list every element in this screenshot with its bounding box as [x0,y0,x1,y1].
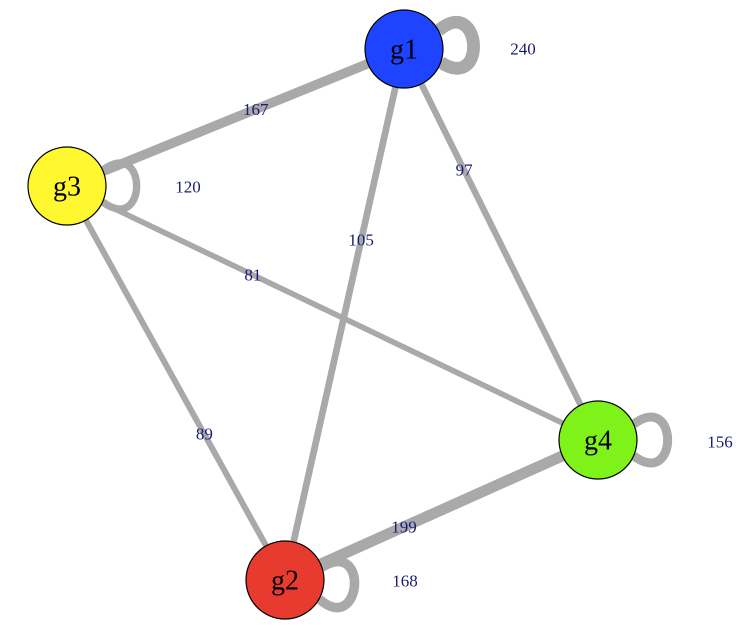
nodes-layer: g1 g2 g3 g4 [27,9,638,620]
edge-label-g2-g2: 168 [392,572,418,591]
edge-label-g3-g2: 89 [196,425,213,444]
node-g1-circle [364,9,444,89]
edge-g2-g4 [282,434,601,586]
node-g4-circle [558,400,638,480]
edge-g3-g2 [64,184,288,582]
self-loop-g3 [100,159,141,213]
node-g2: g2 [245,540,325,620]
edges-layer [64,16,673,613]
edge-label-g3-g3: 120 [175,178,201,197]
node-g2-label: g2 [271,566,299,597]
self-loop-g2 [315,556,360,613]
node-g1-label: g1 [390,35,418,66]
edge-label-g1-g4: 97 [456,161,474,180]
edge-g1-g2 [281,48,408,581]
edge-g1-g4 [401,47,601,442]
edge-label-g1-g2: 105 [348,231,374,250]
self-loop-g1 [434,16,480,75]
node-g3: g3 [27,146,107,226]
node-g1: g1 [364,9,444,89]
self-loop-g4 [630,412,673,468]
edge-label-g4-g4: 156 [707,433,733,452]
edge-labels-layer: 240 167 97 105 120 81 89 156 199 168 [175,40,733,591]
edge-label-g1-g1: 240 [510,40,536,59]
edge-label-g3-g4: 81 [244,265,261,284]
edge-label-g2-g4: 199 [391,517,417,536]
node-g2-circle [245,540,325,620]
node-g3-circle [27,146,107,226]
node-g4: g4 [558,400,638,480]
edge-label-g1-g3: 167 [243,100,269,119]
node-g4-label: g4 [584,426,612,457]
node-g3-label: g3 [53,172,81,203]
edge-g3-g4 [65,183,600,443]
